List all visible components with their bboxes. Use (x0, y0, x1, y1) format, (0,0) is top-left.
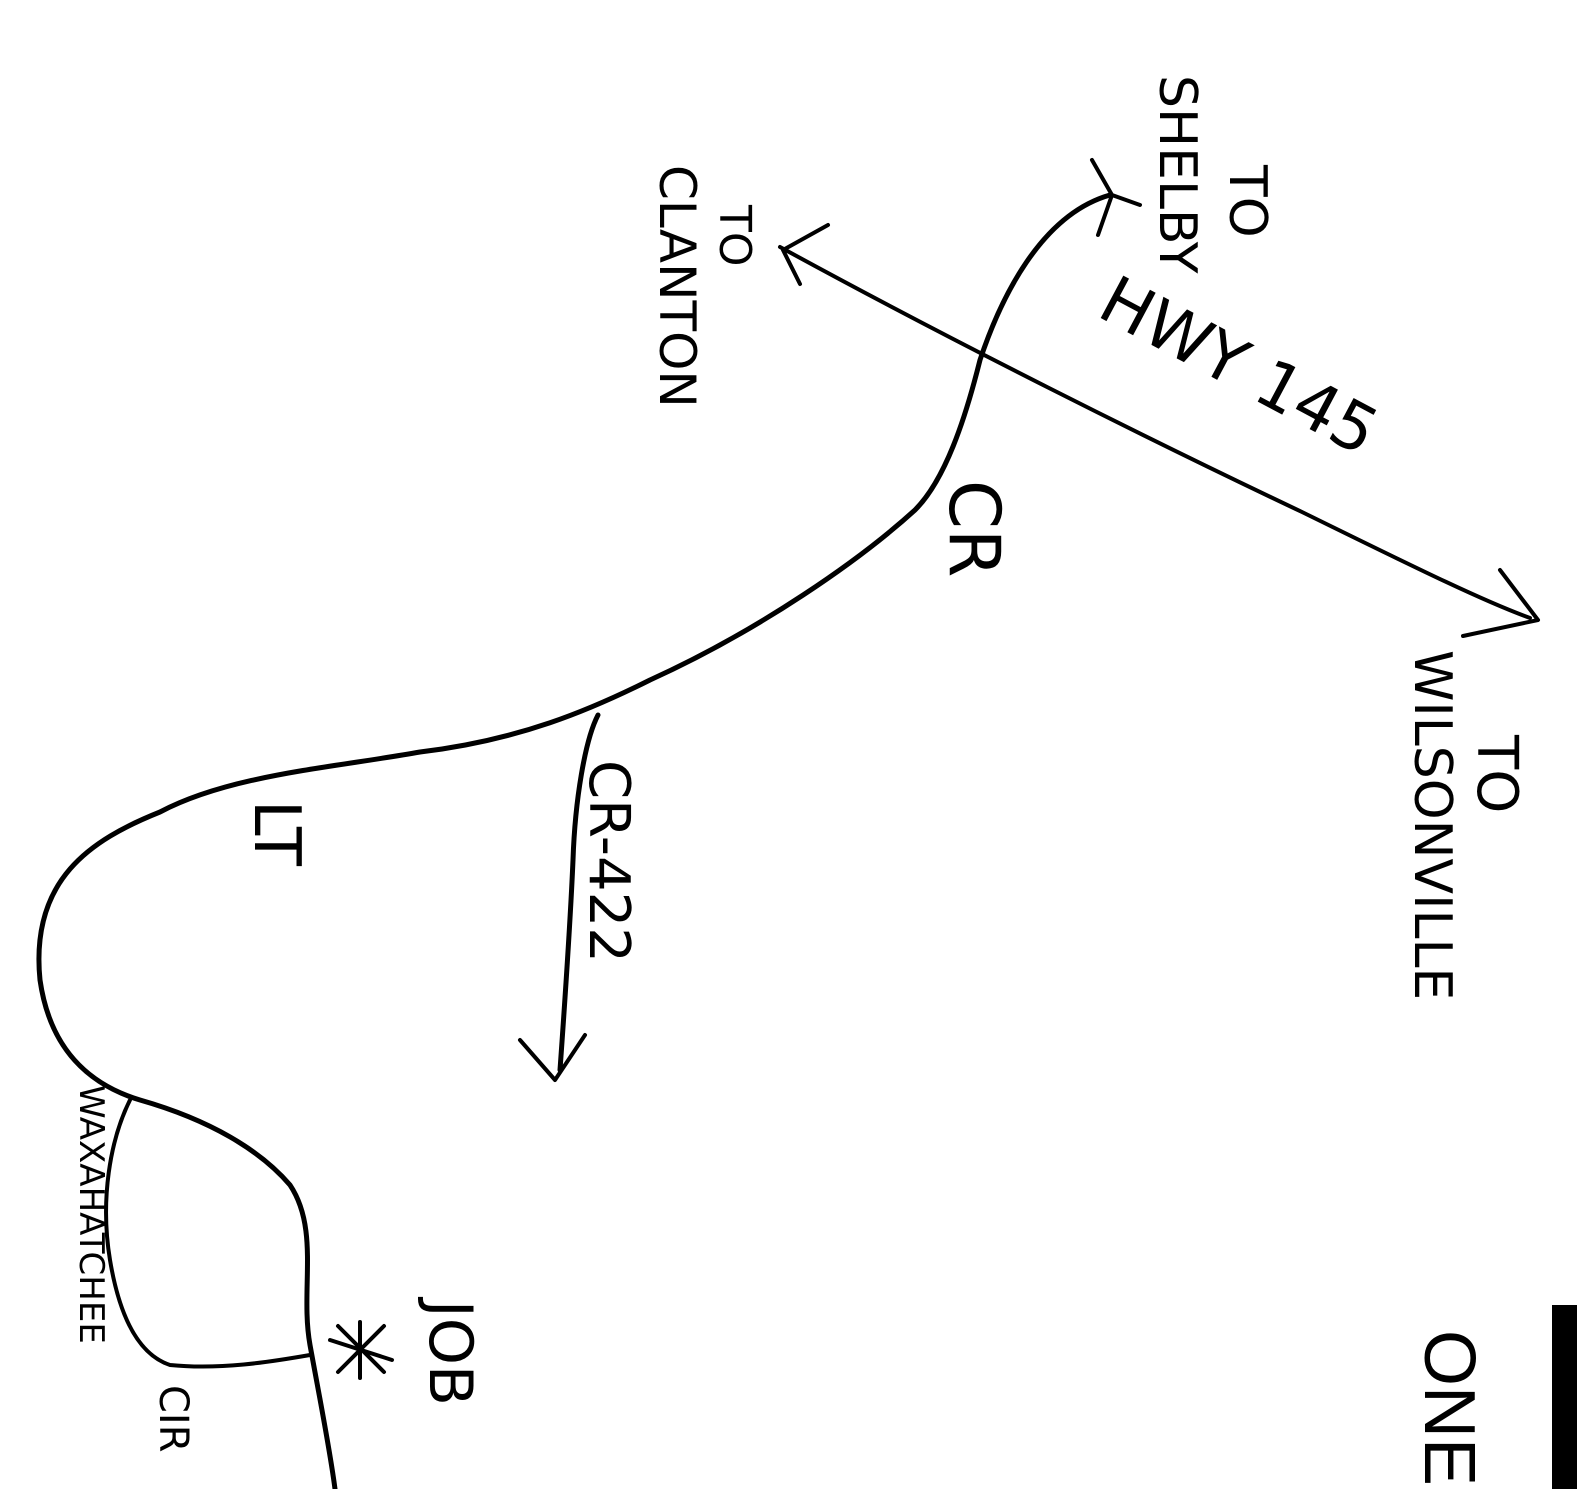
label-cr: CR (933, 480, 1015, 578)
label-hwy-145: HWY 145 (1087, 261, 1390, 471)
arrow-to-wilsonville-icon (1461, 568, 1540, 638)
hwy-145-road (778, 245, 1532, 620)
arrow-to-clanton-icon (781, 223, 830, 286)
label-to-clanton-line2: CLANTON (648, 165, 706, 408)
label-cir: CIR (150, 1385, 196, 1453)
label-waxahatchee: WAXAHATCHEE (71, 1085, 111, 1344)
label-to-shelby-line1: TO (1217, 164, 1277, 238)
asterisk-icon (328, 1320, 394, 1380)
edge-bar (1552, 1305, 1577, 1489)
label-to-wilsonville-line1: TO (1464, 734, 1529, 813)
arrow-cr-422-icon (518, 1033, 587, 1082)
cr-422-road (557, 712, 601, 1073)
arrow-to-shelby-icon (1090, 158, 1142, 237)
label-cr-422: CR-422 (576, 760, 641, 963)
county-road-main (36, 192, 1113, 1489)
label-to-clanton-line1: TO (709, 204, 760, 267)
label-lt: LT (239, 800, 313, 867)
label-job: JOB (415, 1296, 485, 1406)
label-to-wilsonville-line2: WILSONVILLE (1402, 650, 1462, 1000)
edge-text: ONE (1409, 1330, 1489, 1486)
label-to-shelby-line2: SHELBY (1147, 75, 1207, 274)
waxahatchee-cir-road (104, 1098, 312, 1369)
